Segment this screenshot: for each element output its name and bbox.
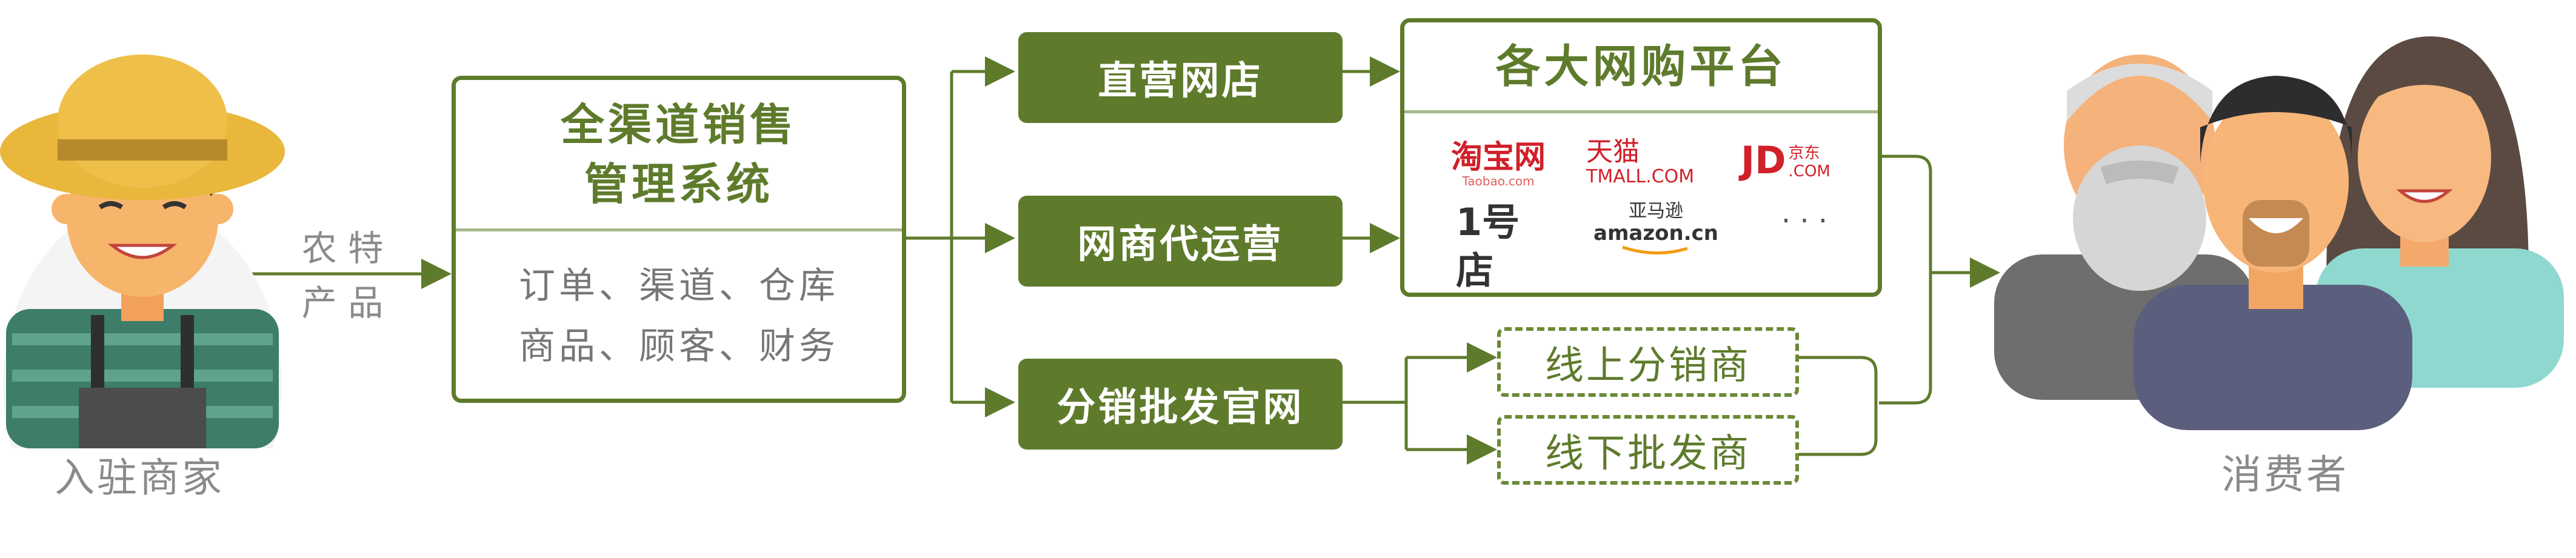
product-label: 农 特 产 品 — [297, 221, 388, 330]
tmall-logo-sub: TMALL.COM — [1586, 166, 1695, 187]
tmall-logo: 天猫 TMALL.COM — [1586, 138, 1707, 187]
sales-management-system-box: 全渠道销售 管理系统 订单、渠道、仓库 商品、顾客、财务 — [452, 76, 906, 403]
wholesale-site-box: 分销批发官网 — [1018, 359, 1343, 450]
system-title-line2: 管理系统 — [584, 159, 773, 210]
system-modules: 订单、渠道、仓库 商品、顾客、财务 — [456, 256, 902, 377]
line-reseller-bracket — [1799, 356, 1878, 456]
amazon-logo-cn: 亚马逊 — [1629, 201, 1683, 222]
product-label-line2: 产 品 — [301, 282, 384, 324]
platforms-title: 各大网购平台 — [1495, 41, 1787, 93]
online-reseller-box: 线上分销商 — [1497, 327, 1799, 397]
shopping-platforms-box: 各大网购平台 淘宝网 Taobao.com 天猫 TMALL.COM JD 京东… — [1400, 18, 1882, 297]
more-platforms-ellipsis: · · · — [1781, 204, 1828, 238]
system-modules-line2: 商品、顾客、财务 — [519, 325, 839, 368]
system-divider — [456, 228, 902, 231]
jd-logo-sub: .COM — [1788, 162, 1830, 181]
consumers-group-icon — [1994, 36, 2564, 430]
product-label-line1: 农 特 — [301, 228, 384, 269]
taobao-logo-sub: Taobao.com — [1462, 174, 1535, 188]
direct-store-box: 直营网店 — [1018, 32, 1343, 123]
tmall-logo-text: 天猫 — [1586, 136, 1640, 167]
jd-logo-text: JD — [1741, 138, 1786, 182]
taobao-logo: 淘宝网 Taobao.com — [1438, 141, 1559, 188]
system-title-line1: 全渠道销售 — [560, 99, 797, 150]
amazon-logo: 亚马逊 amazon.cn — [1589, 201, 1723, 258]
merchant-farmer-icon — [0, 55, 285, 448]
taobao-logo-text: 淘宝网 — [1450, 139, 1546, 176]
jd-logo-cn: 京东 — [1788, 144, 1820, 162]
agency-operation-box: 网商代运营 — [1018, 196, 1343, 287]
offline-wholesaler-box: 线下批发商 — [1497, 415, 1799, 485]
platforms-divider — [1404, 110, 1878, 113]
system-modules-line1: 订单、渠道、仓库 — [519, 265, 839, 307]
consumers-label: 消费者 — [2221, 451, 2349, 498]
yhd-logo: 1号店 — [1456, 200, 1520, 293]
line-platforms-bracket — [1879, 154, 1932, 405]
system-title: 全渠道销售 管理系统 — [456, 95, 902, 214]
jd-logo: JD 京东 .COM — [1741, 141, 1862, 181]
amazon-smile-icon — [1622, 245, 1688, 255]
merchant-label: 入驻商家 — [55, 454, 224, 501]
amazon-logo-en: amazon.cn — [1593, 221, 1718, 245]
